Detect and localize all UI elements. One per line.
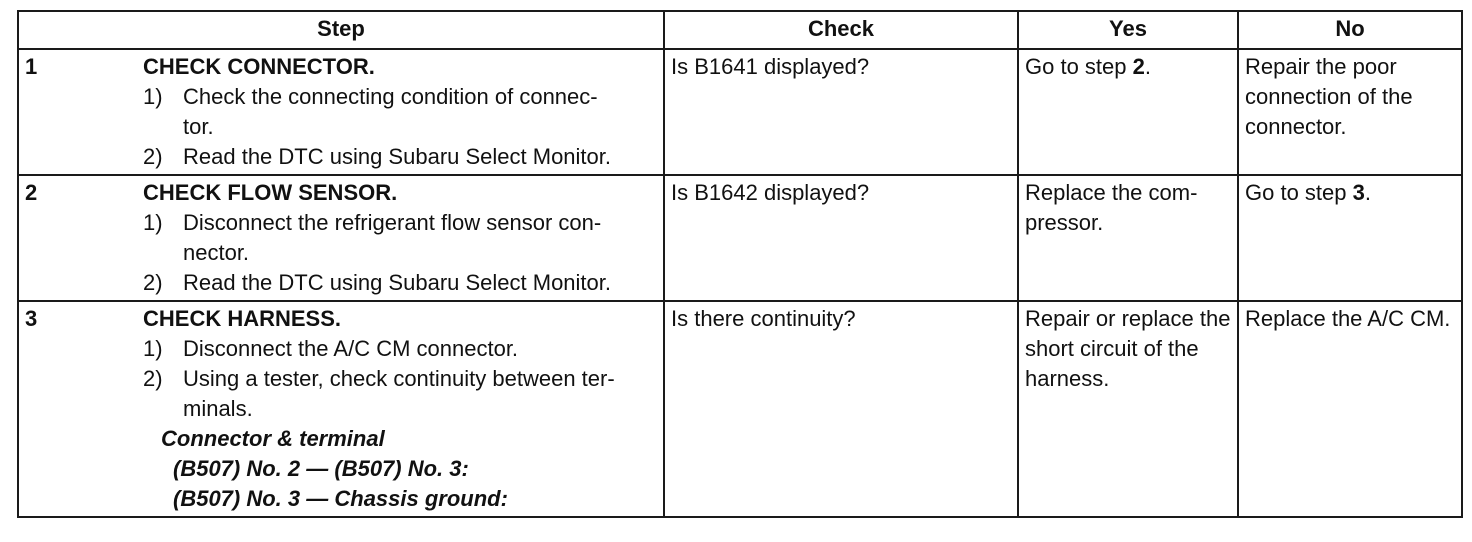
substep-text: Read the DTC using Subaru Select Monitor… (183, 270, 612, 295)
table-row: 3 CHECK HARNESS. 1) Disconnect the A/C C… (17, 300, 1463, 518)
no-cell: Go to step 3. (1237, 174, 1463, 302)
spec-line: (B507) No. 2 — (B507) No. 3: (173, 456, 469, 481)
no-text: Go to step (1245, 180, 1353, 205)
no-cell: Replace the A/C CM. (1237, 300, 1463, 518)
yes-suffix: . (1144, 54, 1151, 79)
header-check: Check (663, 10, 1019, 50)
header-no: No (1237, 10, 1463, 50)
step-body: CHECK HARNESS. 1) Disconnect the A/C CM … (143, 304, 657, 514)
step-cell: 1 CHECK CONNECTOR. 1) Check the connecti… (17, 48, 665, 176)
step-title: CHECK FLOW SENSOR. (143, 180, 398, 205)
substep: 1) Disconnect the refrigerant flow senso… (143, 208, 657, 268)
diagnostic-table: Step Check Yes No 1 CHECK CONNECTOR. 1) … (17, 10, 1463, 518)
substep: 2) Read the DTC using Subaru Select Moni… (143, 142, 657, 172)
spec-line: (B507) No. 3 — Chassis ground: (173, 486, 508, 511)
step-number: 3 (25, 306, 38, 331)
yes-text: Go to step (1025, 54, 1133, 79)
step-body: CHECK FLOW SENSOR. 1) Disconnect the ref… (143, 178, 657, 298)
yes-cell: Replace the com-pressor. (1017, 174, 1239, 302)
check-cell: Is B1642 displayed? (663, 174, 1019, 302)
substep-number: 1) (143, 84, 163, 109)
substep-text: Disconnect the A/C CM connector. (183, 336, 519, 361)
check-cell: Is there continuity? (663, 300, 1019, 518)
substep-number: 1) (143, 336, 163, 361)
substep-number: 2) (143, 270, 163, 295)
header-yes: Yes (1017, 10, 1239, 50)
substep-number: 2) (143, 366, 163, 391)
yes-cell: Repair or replace the short circuit of t… (1017, 300, 1239, 518)
substep-text: Check the connecting condition of connec… (183, 84, 598, 139)
step-reference: 2 (1132, 54, 1145, 79)
no-cell: Repair the poor connection of the connec… (1237, 48, 1463, 176)
step-title: CHECK CONNECTOR. (143, 54, 375, 79)
header-step: Step (17, 10, 665, 50)
step-cell: 3 CHECK HARNESS. 1) Disconnect the A/C C… (17, 300, 665, 518)
step-cell: 2 CHECK FLOW SENSOR. 1) Disconnect the r… (17, 174, 665, 302)
step-number: 2 (25, 180, 38, 205)
substep: 1) Check the connecting condition of con… (143, 82, 657, 142)
header-row: Step Check Yes No (17, 10, 1463, 50)
step-title: CHECK HARNESS. (143, 306, 342, 331)
spec-title: Connector & terminal (161, 426, 385, 451)
table-row: 1 CHECK CONNECTOR. 1) Check the connecti… (17, 48, 1463, 176)
check-cell: Is B1641 displayed? (663, 48, 1019, 176)
substep: 2) Read the DTC using Subaru Select Moni… (143, 268, 657, 298)
substep: 2) Using a tester, check continuity betw… (143, 364, 657, 424)
step-number: 1 (25, 54, 38, 79)
substep: 1) Disconnect the A/C CM connector. (143, 334, 657, 364)
substep-text: Disconnect the refrigerant flow sensor c… (183, 210, 602, 265)
yes-cell: Go to step 2. (1017, 48, 1239, 176)
step-reference: 3 (1352, 180, 1365, 205)
substep-number: 2) (143, 144, 163, 169)
substep-number: 1) (143, 210, 163, 235)
step-body: CHECK CONNECTOR. 1) Check the connecting… (143, 52, 657, 172)
substep-text: Using a tester, check continuity between… (183, 366, 615, 421)
table-row: 2 CHECK FLOW SENSOR. 1) Disconnect the r… (17, 174, 1463, 302)
no-suffix: . (1364, 180, 1371, 205)
substep-text: Read the DTC using Subaru Select Monitor… (183, 144, 612, 169)
